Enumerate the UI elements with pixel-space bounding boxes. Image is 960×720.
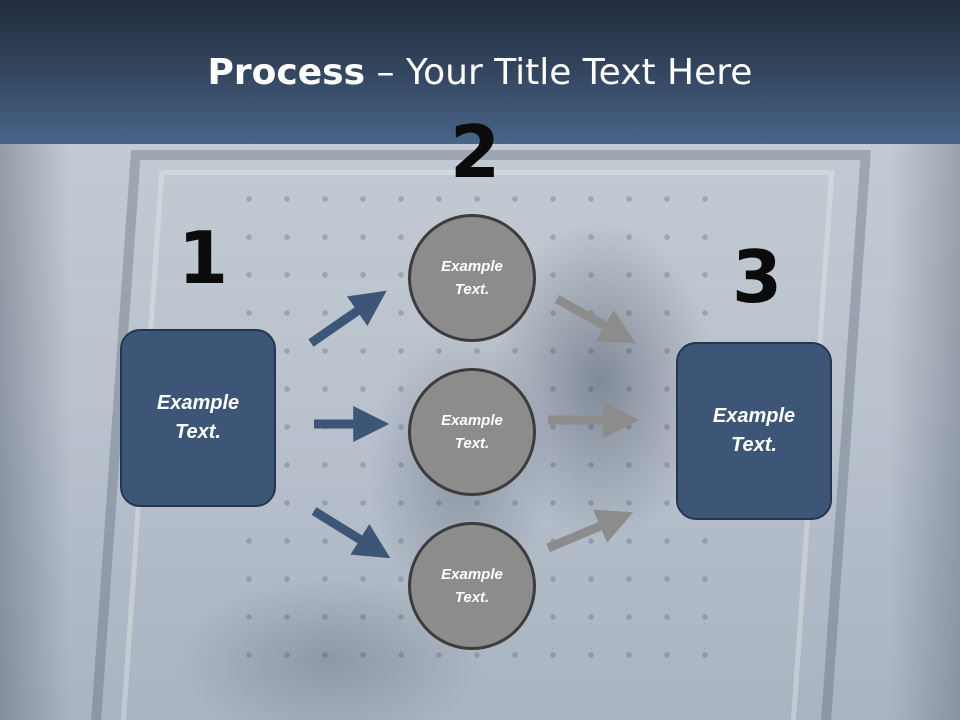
- right-box-text: Example Text.: [713, 402, 795, 460]
- background-edge-right: [890, 140, 960, 720]
- title-bar: Process – Your Title Text Here: [0, 0, 960, 144]
- right-box-line-1: Example: [712, 405, 796, 427]
- arrow-circle-3-to-box: [546, 509, 634, 553]
- arrow-box-to-circle-3: [311, 507, 391, 559]
- circle-2-text: Example Text.: [441, 409, 503, 455]
- arrow-box-to-circle-1: [308, 290, 387, 347]
- left-box-line-1: Example: [156, 392, 240, 414]
- circle-3-line-2: Text.: [454, 589, 490, 606]
- process-circle-3[interactable]: Example Text.: [408, 522, 536, 650]
- circle-2-line-2: Text.: [454, 435, 490, 452]
- circle-2-line-1: Example: [441, 412, 503, 429]
- arrow-circle-1-to-box: [554, 295, 636, 344]
- right-box-line-2: Text.: [731, 434, 777, 456]
- process-circle-1[interactable]: Example Text.: [408, 214, 536, 342]
- circle-3-text: Example Text.: [441, 563, 503, 609]
- process-circle-2[interactable]: Example Text.: [408, 368, 536, 496]
- slide-title: Process – Your Title Text Here: [0, 52, 960, 93]
- circle-1-line-2: Text.: [454, 281, 490, 298]
- left-process-box[interactable]: Example Text.: [120, 329, 276, 507]
- left-box-text: Example Text.: [157, 389, 239, 447]
- title-rest: – Your Title Text Here: [365, 52, 753, 93]
- step-number-3: 3: [732, 235, 783, 319]
- circle-3-line-1: Example: [441, 566, 503, 583]
- right-process-box[interactable]: Example Text.: [676, 342, 832, 520]
- circle-1-line-1: Example: [441, 258, 503, 275]
- step-number-2: 2: [450, 110, 501, 194]
- title-bold: Process: [207, 52, 366, 93]
- step-number-1: 1: [178, 216, 229, 300]
- left-box-line-2: Text.: [175, 421, 221, 443]
- background-edge-left: [0, 140, 70, 720]
- circle-1-text: Example Text.: [441, 255, 503, 301]
